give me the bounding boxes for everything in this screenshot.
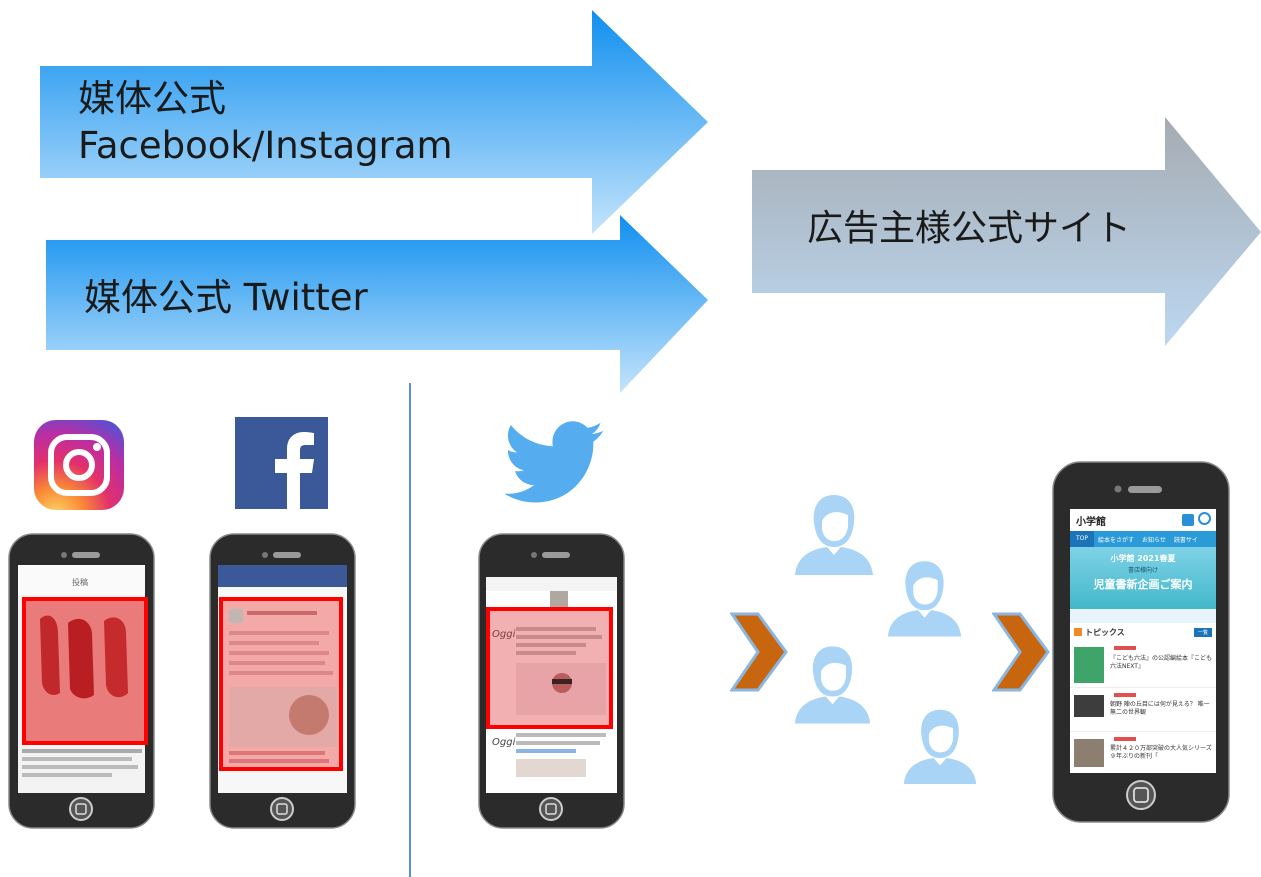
site-screen: 小学館 TOP 絵本をさがす お知らせ 読書サイ 小学館 2021春夏 書店様向…	[1070, 509, 1216, 773]
phone-instagram: 投稿	[8, 533, 155, 829]
svg-text:Oggi: Oggi	[492, 629, 516, 640]
topic-item-text: 『こども六法』の公認編絵本『こども六法NEXT』	[1110, 655, 1213, 670]
arrow-advertiser-label: 広告主様公式サイト	[807, 208, 1132, 249]
phone-advertiser-site: 小学館 TOP 絵本をさがす お知らせ 読書サイ 小学館 2021春夏 書店様向…	[1052, 461, 1230, 823]
svg-text:Oggi: Oggi	[492, 737, 516, 748]
calendar-icon	[1182, 514, 1194, 526]
topic-item-text: 朝野 陣の丘目には何が見える？ 唯一無二の世界観	[1110, 701, 1210, 716]
arrow-advertiser	[752, 117, 1261, 346]
topics-icon	[1074, 628, 1082, 636]
nav-item-search-books[interactable]: 絵本をさがす	[1098, 537, 1135, 544]
person-icon	[887, 561, 962, 637]
site-banner[interactable]: 小学館 2021春夏 書店様向け 児童書新企画ご案内	[1070, 547, 1216, 609]
arrow-fb-ig-line2: Facebook/Instagram	[78, 124, 453, 167]
chevron-right-icon	[730, 612, 788, 692]
svg-text:投稿: 投稿	[72, 577, 88, 587]
person-icon	[903, 709, 977, 784]
arrow-twitter	[46, 215, 708, 393]
nav-item-news[interactable]: お知らせ	[1142, 537, 1166, 544]
twitter-bird-icon	[505, 421, 604, 503]
person-icon	[795, 495, 873, 575]
phone-facebook	[209, 533, 356, 829]
nav-item-reading[interactable]: 読書サイ	[1173, 537, 1198, 544]
topic-item[interactable]: 朝野 陣の丘目には何が見える？ 唯一無二の世界観	[1070, 691, 1216, 732]
banner-line1: 小学館 2021春夏	[1110, 554, 1176, 563]
person-icon	[794, 646, 871, 724]
arrow-fb-ig	[40, 10, 708, 234]
topic-item[interactable]: 『こども六法』の公認編絵本『こども六法NEXT』	[1070, 643, 1216, 688]
site-nav: TOP 絵本をさがす お知らせ 読書サイ	[1070, 531, 1216, 547]
topics-more-button[interactable]: 一覧	[1193, 627, 1212, 637]
search-icon[interactable]	[1198, 512, 1211, 525]
arrow-fb-ig-line1: 媒体公式	[78, 77, 226, 120]
topic-item[interactable]: 累計４２０万部突破の大人気シリーズ９年ぶりの新刊「	[1070, 735, 1216, 773]
site-logo: 小学館	[1076, 517, 1106, 528]
banner-line2: 書店様向け	[1127, 567, 1158, 574]
nav-item-top[interactable]: TOP	[1070, 531, 1095, 547]
arrow-twitter-label: 媒体公式 Twitter	[84, 276, 368, 319]
facebook-icon	[235, 417, 328, 509]
topic-item-text: 累計４２０万部突破の大人気シリーズ９年ぶりの新刊「	[1110, 745, 1212, 760]
phone-twitter: Oggi Oggi	[478, 533, 625, 829]
banner-line3: 児童書新企画ご案内	[1093, 578, 1193, 591]
topics-title: トピックス	[1085, 627, 1125, 637]
instagram-icon	[34, 420, 124, 510]
divider-line	[409, 383, 411, 877]
chevron-right-icon	[992, 612, 1050, 692]
